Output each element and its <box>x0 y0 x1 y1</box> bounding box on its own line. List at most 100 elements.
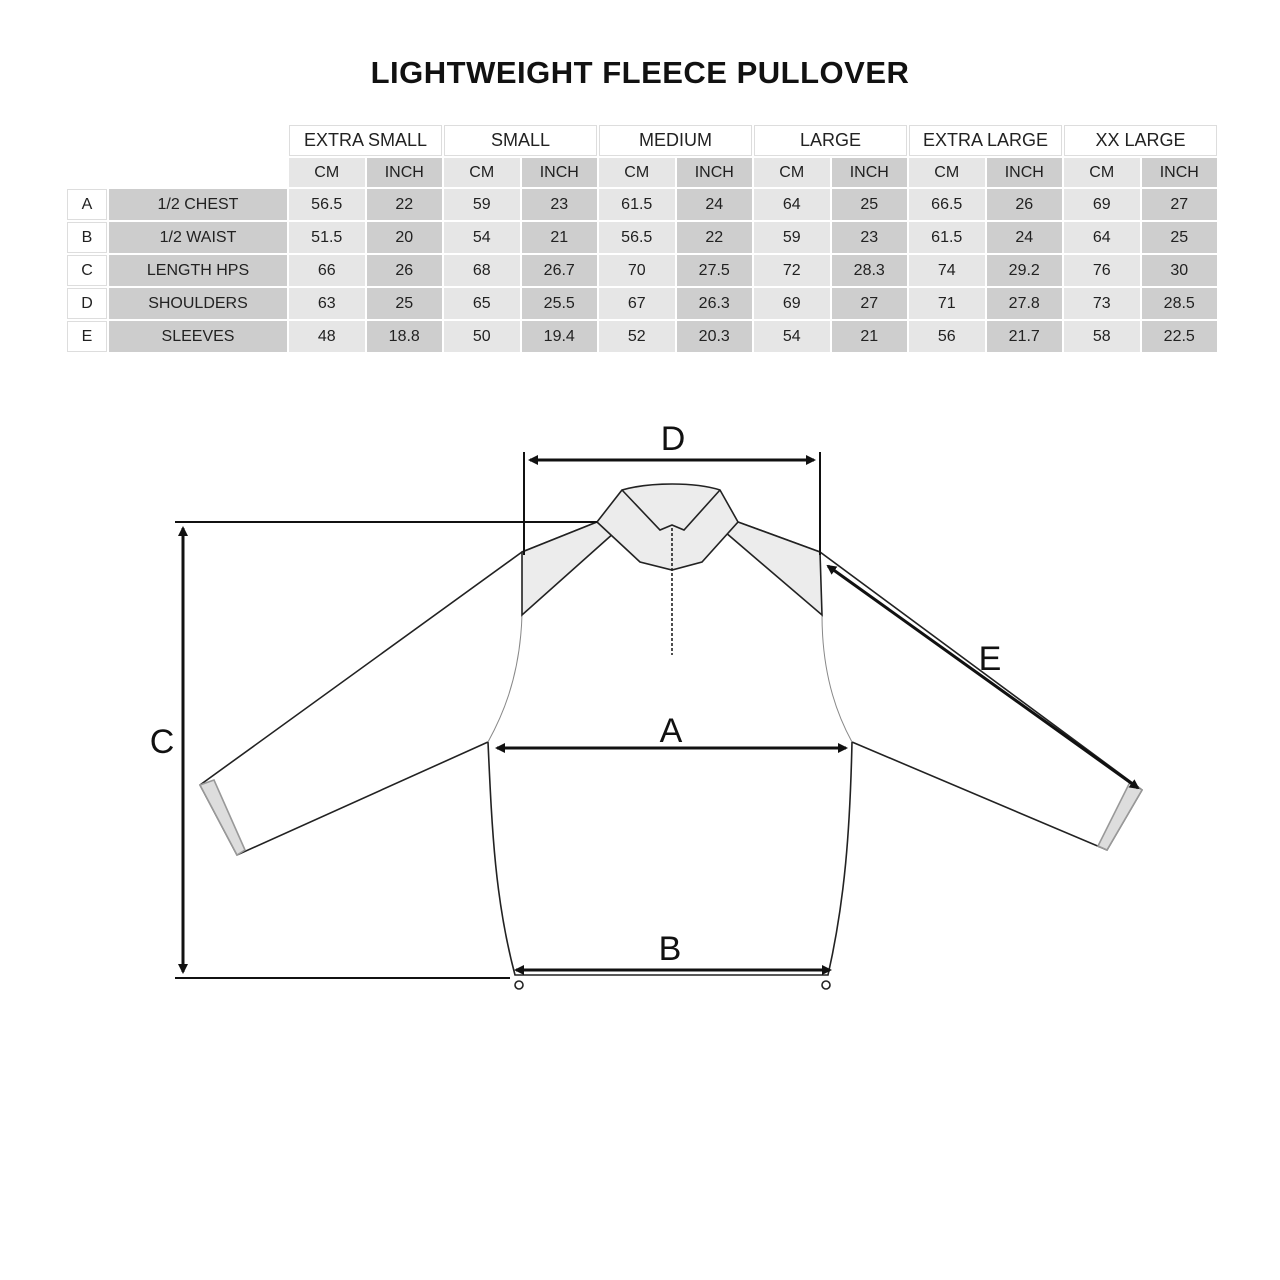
cell-value: 61.5 <box>599 189 675 220</box>
cell-value: 25 <box>366 288 442 319</box>
label-b: B <box>659 930 682 968</box>
cell-value: 24 <box>986 222 1062 253</box>
cell-value: 21.7 <box>986 321 1062 352</box>
cell-value: 54 <box>754 321 830 352</box>
row-letter: E <box>67 321 107 352</box>
cell-value: 56.5 <box>289 189 365 220</box>
cell-value: 19.4 <box>521 321 597 352</box>
unit-inch: INCH <box>366 158 442 187</box>
cell-value: 26.3 <box>676 288 752 319</box>
measure-lines <box>175 452 1140 979</box>
cell-value: 24 <box>676 189 752 220</box>
size-header: XX LARGE <box>1064 125 1217 156</box>
cell-value: 74 <box>909 255 985 286</box>
row-label: LENGTH HPS <box>109 255 287 286</box>
cell-value: 27 <box>831 288 907 319</box>
cell-value: 27.5 <box>676 255 752 286</box>
cell-value: 59 <box>754 222 830 253</box>
cell-value: 23 <box>521 189 597 220</box>
cell-value: 64 <box>754 189 830 220</box>
size-header: SMALL <box>444 125 597 156</box>
cell-value: 48 <box>289 321 365 352</box>
cell-value: 64 <box>1064 222 1140 253</box>
size-header: EXTRA LARGE <box>909 125 1062 156</box>
size-header: LARGE <box>754 125 907 156</box>
cell-value: 50 <box>444 321 520 352</box>
unit-cm: CM <box>444 158 520 187</box>
cell-value: 59 <box>444 189 520 220</box>
unit-inch: INCH <box>831 158 907 187</box>
unit-inch: INCH <box>676 158 752 187</box>
unit-cm: CM <box>289 158 365 187</box>
cell-value: 30 <box>1141 255 1217 286</box>
cell-value: 76 <box>1064 255 1140 286</box>
label-d: D <box>661 420 686 458</box>
cell-value: 20 <box>366 222 442 253</box>
cell-value: 71 <box>909 288 985 319</box>
row-letter: A <box>67 189 107 220</box>
cell-value: 22 <box>676 222 752 253</box>
cell-value: 67 <box>599 288 675 319</box>
cell-value: 29.2 <box>986 255 1062 286</box>
cell-value: 51.5 <box>289 222 365 253</box>
cell-value: 25.5 <box>521 288 597 319</box>
cell-value: 25 <box>831 189 907 220</box>
row-letter: C <box>67 255 107 286</box>
row-label: SLEEVES <box>109 321 287 352</box>
cell-value: 69 <box>1064 189 1140 220</box>
cell-value: 66 <box>289 255 365 286</box>
cell-value: 21 <box>521 222 597 253</box>
cell-value: 69 <box>754 288 830 319</box>
row-label: 1/2 CHEST <box>109 189 287 220</box>
unit-inch: INCH <box>521 158 597 187</box>
row-label: SHOULDERS <box>109 288 287 319</box>
cell-value: 61.5 <box>909 222 985 253</box>
cell-value: 54 <box>444 222 520 253</box>
cell-value: 63 <box>289 288 365 319</box>
cell-value: 25 <box>1141 222 1217 253</box>
unit-inch: INCH <box>986 158 1062 187</box>
page-title: LIGHTWEIGHT FLEECE PULLOVER <box>370 55 910 90</box>
row-letter: D <box>67 288 107 319</box>
cell-value: 28.5 <box>1141 288 1217 319</box>
cell-value: 20.3 <box>676 321 752 352</box>
size-header: EXTRA SMALL <box>289 125 442 156</box>
cell-value: 26.7 <box>521 255 597 286</box>
cell-value: 56 <box>909 321 985 352</box>
cell-value: 72 <box>754 255 830 286</box>
cell-value: 22 <box>366 189 442 220</box>
label-c: C <box>150 723 175 761</box>
cell-value: 68 <box>444 255 520 286</box>
cell-value: 52 <box>599 321 675 352</box>
label-e: E <box>979 640 1002 678</box>
unit-cm: CM <box>754 158 830 187</box>
unit-cm: CM <box>599 158 675 187</box>
cell-value: 58 <box>1064 321 1140 352</box>
unit-cm: CM <box>1064 158 1140 187</box>
row-label: 1/2 WAIST <box>109 222 287 253</box>
cell-value: 28.3 <box>831 255 907 286</box>
cell-value: 27.8 <box>986 288 1062 319</box>
cell-value: 26 <box>986 189 1062 220</box>
cell-value: 27 <box>1141 189 1217 220</box>
cell-value: 56.5 <box>599 222 675 253</box>
cell-value: 21 <box>831 321 907 352</box>
label-a: A <box>660 712 683 750</box>
cell-value: 18.8 <box>366 321 442 352</box>
cell-value: 22.5 <box>1141 321 1217 352</box>
unit-cm: CM <box>909 158 985 187</box>
cell-value: 65 <box>444 288 520 319</box>
size-header: MEDIUM <box>599 125 752 156</box>
cell-value: 26 <box>366 255 442 286</box>
cell-value: 73 <box>1064 288 1140 319</box>
cell-value: 66.5 <box>909 189 985 220</box>
cell-value: 70 <box>599 255 675 286</box>
